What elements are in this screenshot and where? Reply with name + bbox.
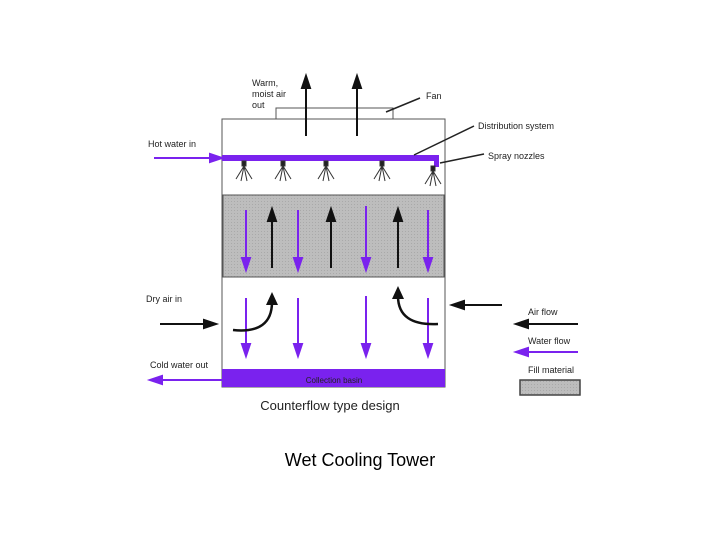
leader-lines [385, 97, 485, 164]
fan-housing [275, 107, 394, 120]
slide-caption: Wet Cooling Tower [284, 450, 436, 470]
hot-water-in-label: Hot water in [148, 139, 196, 149]
air-in-right-arrow [448, 299, 502, 311]
cold-water-out-arrow [146, 374, 222, 386]
legend-air-flow-arrow [512, 318, 578, 330]
legend: Air flow Water flow Fill material [512, 307, 581, 396]
warm-air-out-label: Warm, moist air out [252, 78, 289, 110]
spray-nozzles-label: Spray nozzles [488, 151, 545, 161]
air-turn-arrows [232, 295, 439, 332]
pipe-elbow [434, 155, 439, 167]
dry-air-in-arrow [160, 318, 220, 330]
air-turn-arrowheads [266, 286, 404, 305]
water-flow-arrows-fill [240, 206, 434, 274]
collection-basin-label: Collection basin [306, 376, 362, 385]
spray-nozzle [373, 160, 391, 182]
design-caption: Counterflow type design [260, 398, 399, 413]
spray-nozzle [424, 165, 442, 187]
spray-nozzle [317, 160, 335, 182]
collection-basin [222, 369, 445, 387]
legend-water-flow-arrow [512, 346, 578, 358]
hot-water-in-arrow [154, 152, 226, 164]
fill-material-band [222, 194, 445, 278]
spray-nozzles [235, 160, 442, 187]
air-flow-arrows-fill [266, 205, 404, 268]
cold-water-out-label: Cold water out [150, 360, 209, 370]
fan-label: Fan [426, 91, 442, 101]
dry-air-in-label: Dry air in [146, 294, 182, 304]
legend-fill-material-label: Fill material [528, 365, 574, 375]
distribution-system-label: Distribution system [478, 121, 554, 131]
legend-water-flow-label: Water flow [528, 336, 571, 346]
spray-nozzle [274, 160, 292, 182]
air-out-arrows [300, 72, 363, 136]
spray-nozzle [235, 160, 253, 182]
distribution-pipe [222, 155, 439, 161]
legend-fill-swatch [519, 379, 581, 396]
legend-air-flow-label: Air flow [528, 307, 558, 317]
